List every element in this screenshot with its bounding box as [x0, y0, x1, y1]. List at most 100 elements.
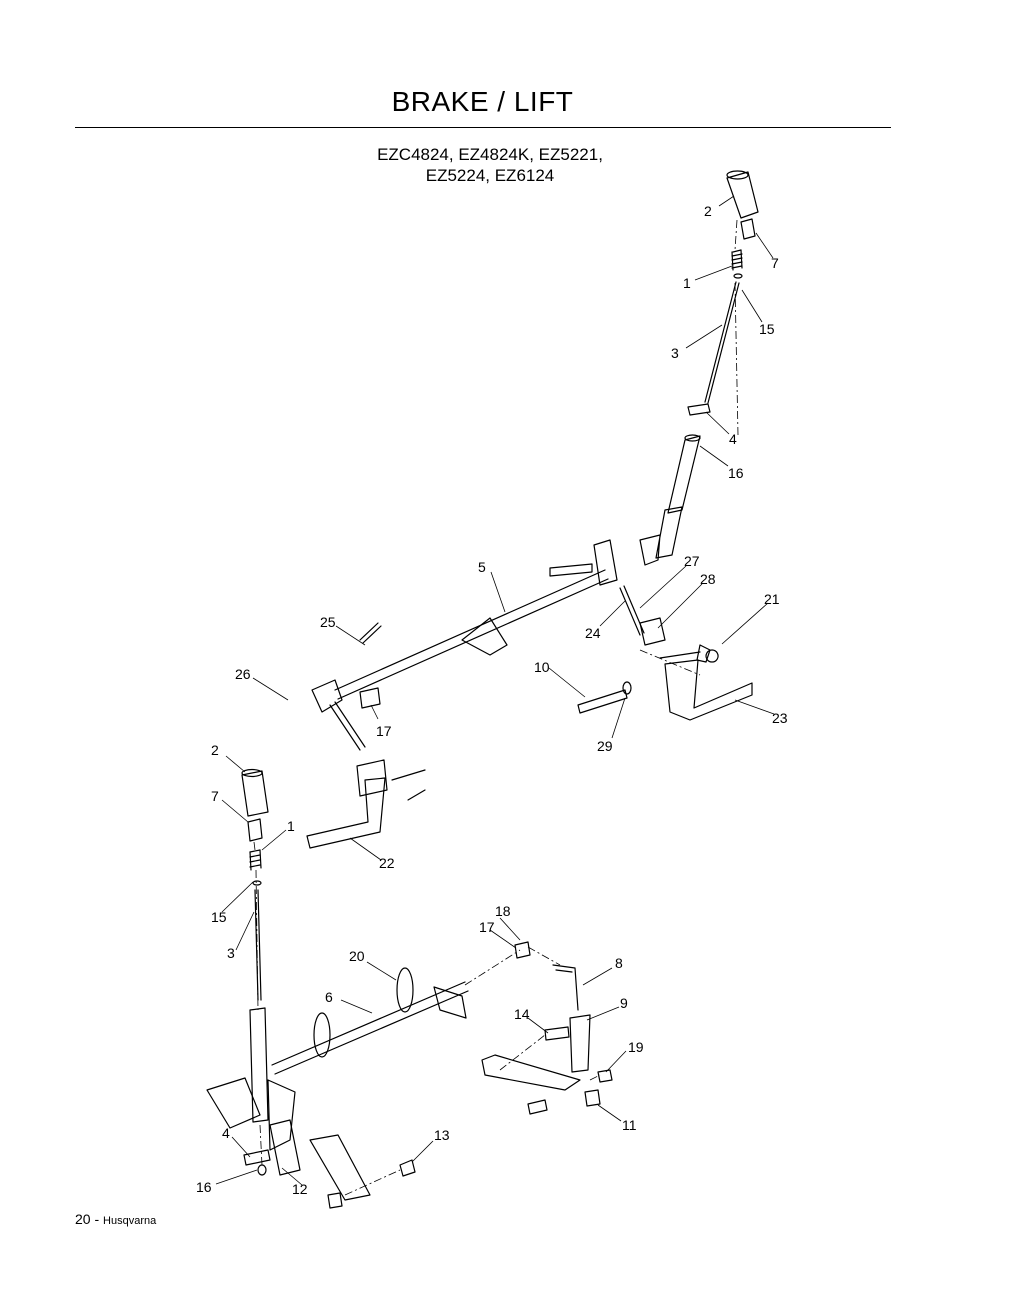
nut-19	[597, 1069, 613, 1083]
brake-shaft-arm	[461, 617, 508, 656]
callout-7-lower: 7	[211, 788, 219, 804]
brake-shaft-left-bracket	[311, 679, 343, 713]
callout-21: 21	[764, 591, 780, 607]
lift-shaft-arm	[433, 986, 467, 1019]
upper-handle-grip	[726, 170, 759, 219]
pin-4-lower	[243, 1149, 271, 1166]
callout-17-upper: 17	[376, 723, 392, 739]
upper-bracket	[639, 506, 683, 566]
upper-tube-top	[684, 434, 701, 442]
callout-16-upper: 16	[728, 465, 744, 481]
upper-bolt	[549, 563, 593, 577]
upper-spring	[731, 249, 743, 271]
callout-1-upper: 1	[683, 275, 691, 291]
washer-21	[705, 649, 719, 663]
link-12	[269, 1119, 301, 1176]
page-footer: 20 - Husqvarna	[75, 1211, 156, 1227]
pin-14	[544, 1026, 570, 1041]
linkage-rod-24	[619, 585, 645, 636]
callout-14: 14	[514, 1006, 530, 1022]
arm-9	[569, 1014, 591, 1073]
upper-washer	[733, 273, 743, 279]
footer-separator: -	[90, 1211, 104, 1227]
lower-rod	[254, 889, 262, 1001]
page-title: BRAKE / LIFT	[391, 86, 574, 117]
model-list-line-2: EZ5224, EZ6124	[425, 166, 555, 185]
model-list: EZC4824, EZ4824K, EZ5221, EZ5224, EZ6124	[240, 144, 740, 186]
callout-4-lower: 4	[222, 1125, 230, 1141]
callout-1-lower: 1	[287, 818, 295, 834]
callout-15-lower: 15	[211, 909, 227, 925]
left-pedal-bracket	[356, 759, 388, 797]
nut-11	[584, 1089, 601, 1107]
callout-17-lower: 17	[479, 919, 495, 935]
brake-shaft	[334, 569, 609, 700]
upper-tube	[667, 435, 701, 514]
nut-17-lower	[514, 941, 531, 959]
callout-18: 18	[495, 903, 511, 919]
left-pedal-bolts	[391, 769, 426, 801]
upper-bracket-pivot	[593, 539, 618, 586]
callout-25: 25	[320, 614, 336, 630]
bolt-lower	[527, 1099, 548, 1115]
left-pedal-22	[306, 777, 386, 849]
yoke-28	[639, 617, 666, 646]
washer-16-lower	[257, 1164, 267, 1176]
page-number: 20	[75, 1211, 91, 1227]
callout-5: 5	[478, 559, 486, 575]
callout-6: 6	[325, 989, 333, 1005]
callout-4-upper: 4	[729, 431, 737, 447]
lower-washer	[252, 880, 262, 886]
upper-pin	[687, 403, 711, 416]
callout-22: 22	[379, 855, 395, 871]
callout-16-lower: 16	[196, 1179, 212, 1195]
callout-12: 12	[292, 1181, 308, 1197]
lift-spring-20	[313, 967, 414, 1058]
callout-3-lower: 3	[227, 945, 235, 961]
callout-11: 11	[622, 1117, 637, 1133]
lower-spring	[249, 849, 262, 871]
lift-plate	[309, 1134, 371, 1201]
left-linkage-rod	[329, 701, 366, 751]
link-8	[552, 964, 579, 1011]
callout-29: 29	[597, 738, 613, 754]
callout-20: 20	[349, 948, 365, 964]
callout-28: 28	[700, 571, 716, 587]
callout-26: 26	[235, 666, 251, 682]
callout-3-upper: 3	[671, 345, 679, 361]
lower-tube	[249, 1007, 269, 1123]
lower-handle-bushing	[247, 818, 263, 842]
callout-15-upper: 15	[759, 321, 775, 337]
callout-24: 24	[585, 625, 601, 641]
leader-lines	[215, 195, 775, 1186]
lift-shaft	[271, 981, 469, 1075]
nut-bottom	[327, 1192, 343, 1209]
callout-8: 8	[615, 955, 623, 971]
bolt-10	[577, 689, 628, 714]
model-list-line-1: EZC4824, EZ4824K, EZ5221,	[377, 145, 603, 164]
callout-7-upper: 7	[771, 255, 779, 271]
washer-29	[622, 681, 632, 695]
title-rule	[75, 127, 891, 128]
callout-19: 19	[628, 1039, 644, 1055]
lower-handle-grip	[241, 768, 269, 817]
brake-bushing-17	[359, 687, 381, 709]
upper-handle-bushing	[740, 218, 756, 240]
callout-2-upper: 2	[704, 203, 712, 219]
callout-labels: 2 7 1 15 3 4 16 5 27 28 21 25 24 26 10 1…	[196, 203, 788, 1197]
lower-bracket	[206, 1077, 296, 1151]
brake-shaft-bolt	[359, 622, 382, 644]
right-pedal-23	[664, 659, 753, 721]
callout-23: 23	[772, 710, 788, 726]
centerlines	[253, 219, 739, 1196]
brand-name: Husqvarna	[103, 1215, 157, 1227]
callout-10: 10	[534, 659, 550, 675]
lever-plate	[481, 1054, 581, 1091]
bolt-13	[399, 1159, 416, 1177]
pin-21	[659, 644, 711, 663]
callout-9: 9	[620, 995, 628, 1011]
callout-13: 13	[434, 1127, 450, 1143]
callout-27: 27	[684, 553, 700, 569]
callout-2-lower: 2	[211, 742, 219, 758]
